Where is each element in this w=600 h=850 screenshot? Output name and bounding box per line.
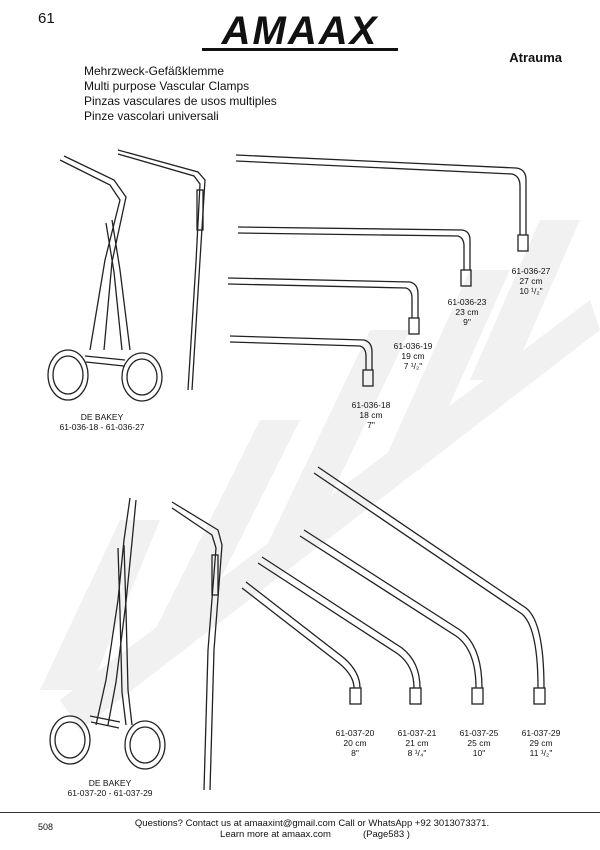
footer-divider bbox=[0, 812, 600, 813]
jaw-profile-curved-icon bbox=[171, 501, 223, 791]
jaw-61-037-21-icon bbox=[257, 556, 422, 705]
title-german: Mehrzweck-Gefäßklemme bbox=[84, 64, 225, 78]
clamp-de-bakey-angled-icon bbox=[47, 155, 163, 402]
jaw-61-036-18-icon bbox=[229, 335, 374, 387]
jaw-profile-angled-icon bbox=[117, 149, 206, 391]
logo-text: AMAAX bbox=[221, 9, 379, 53]
jaw-61-036-23-icon bbox=[237, 226, 472, 287]
clamp-de-bakey-straight-icon bbox=[49, 497, 166, 770]
jaw-61-037-25-icon bbox=[299, 529, 484, 705]
footer-contact: Questions? Contact us at amaaxint@gmail.… bbox=[134, 818, 490, 829]
footer-page-code: 508 bbox=[38, 822, 54, 832]
footer-learn-more: Learn more at amaax.com (Page583 ) bbox=[150, 829, 480, 840]
jaw-61-036-27-icon bbox=[235, 154, 529, 252]
page-number: 61 bbox=[38, 10, 55, 27]
jaw-61-036-19-icon bbox=[227, 277, 420, 335]
footer-learn-link[interactable]: Learn more at amaax.com bbox=[220, 829, 331, 840]
amaax-logo: AMAAX bbox=[202, 9, 398, 53]
jaw-61-037-20-icon bbox=[241, 581, 362, 705]
title-english: Multi purpose Vascular Clamps bbox=[84, 79, 250, 93]
category-label: Atrauma bbox=[509, 50, 562, 65]
title-spanish: Pinzas vasculares de usos multiples bbox=[84, 94, 277, 108]
footer-page-ref: (Page583 ) bbox=[362, 829, 410, 840]
jaw-61-037-29-icon bbox=[313, 466, 546, 705]
title-italian: Pinze vascolari universali bbox=[84, 109, 219, 123]
